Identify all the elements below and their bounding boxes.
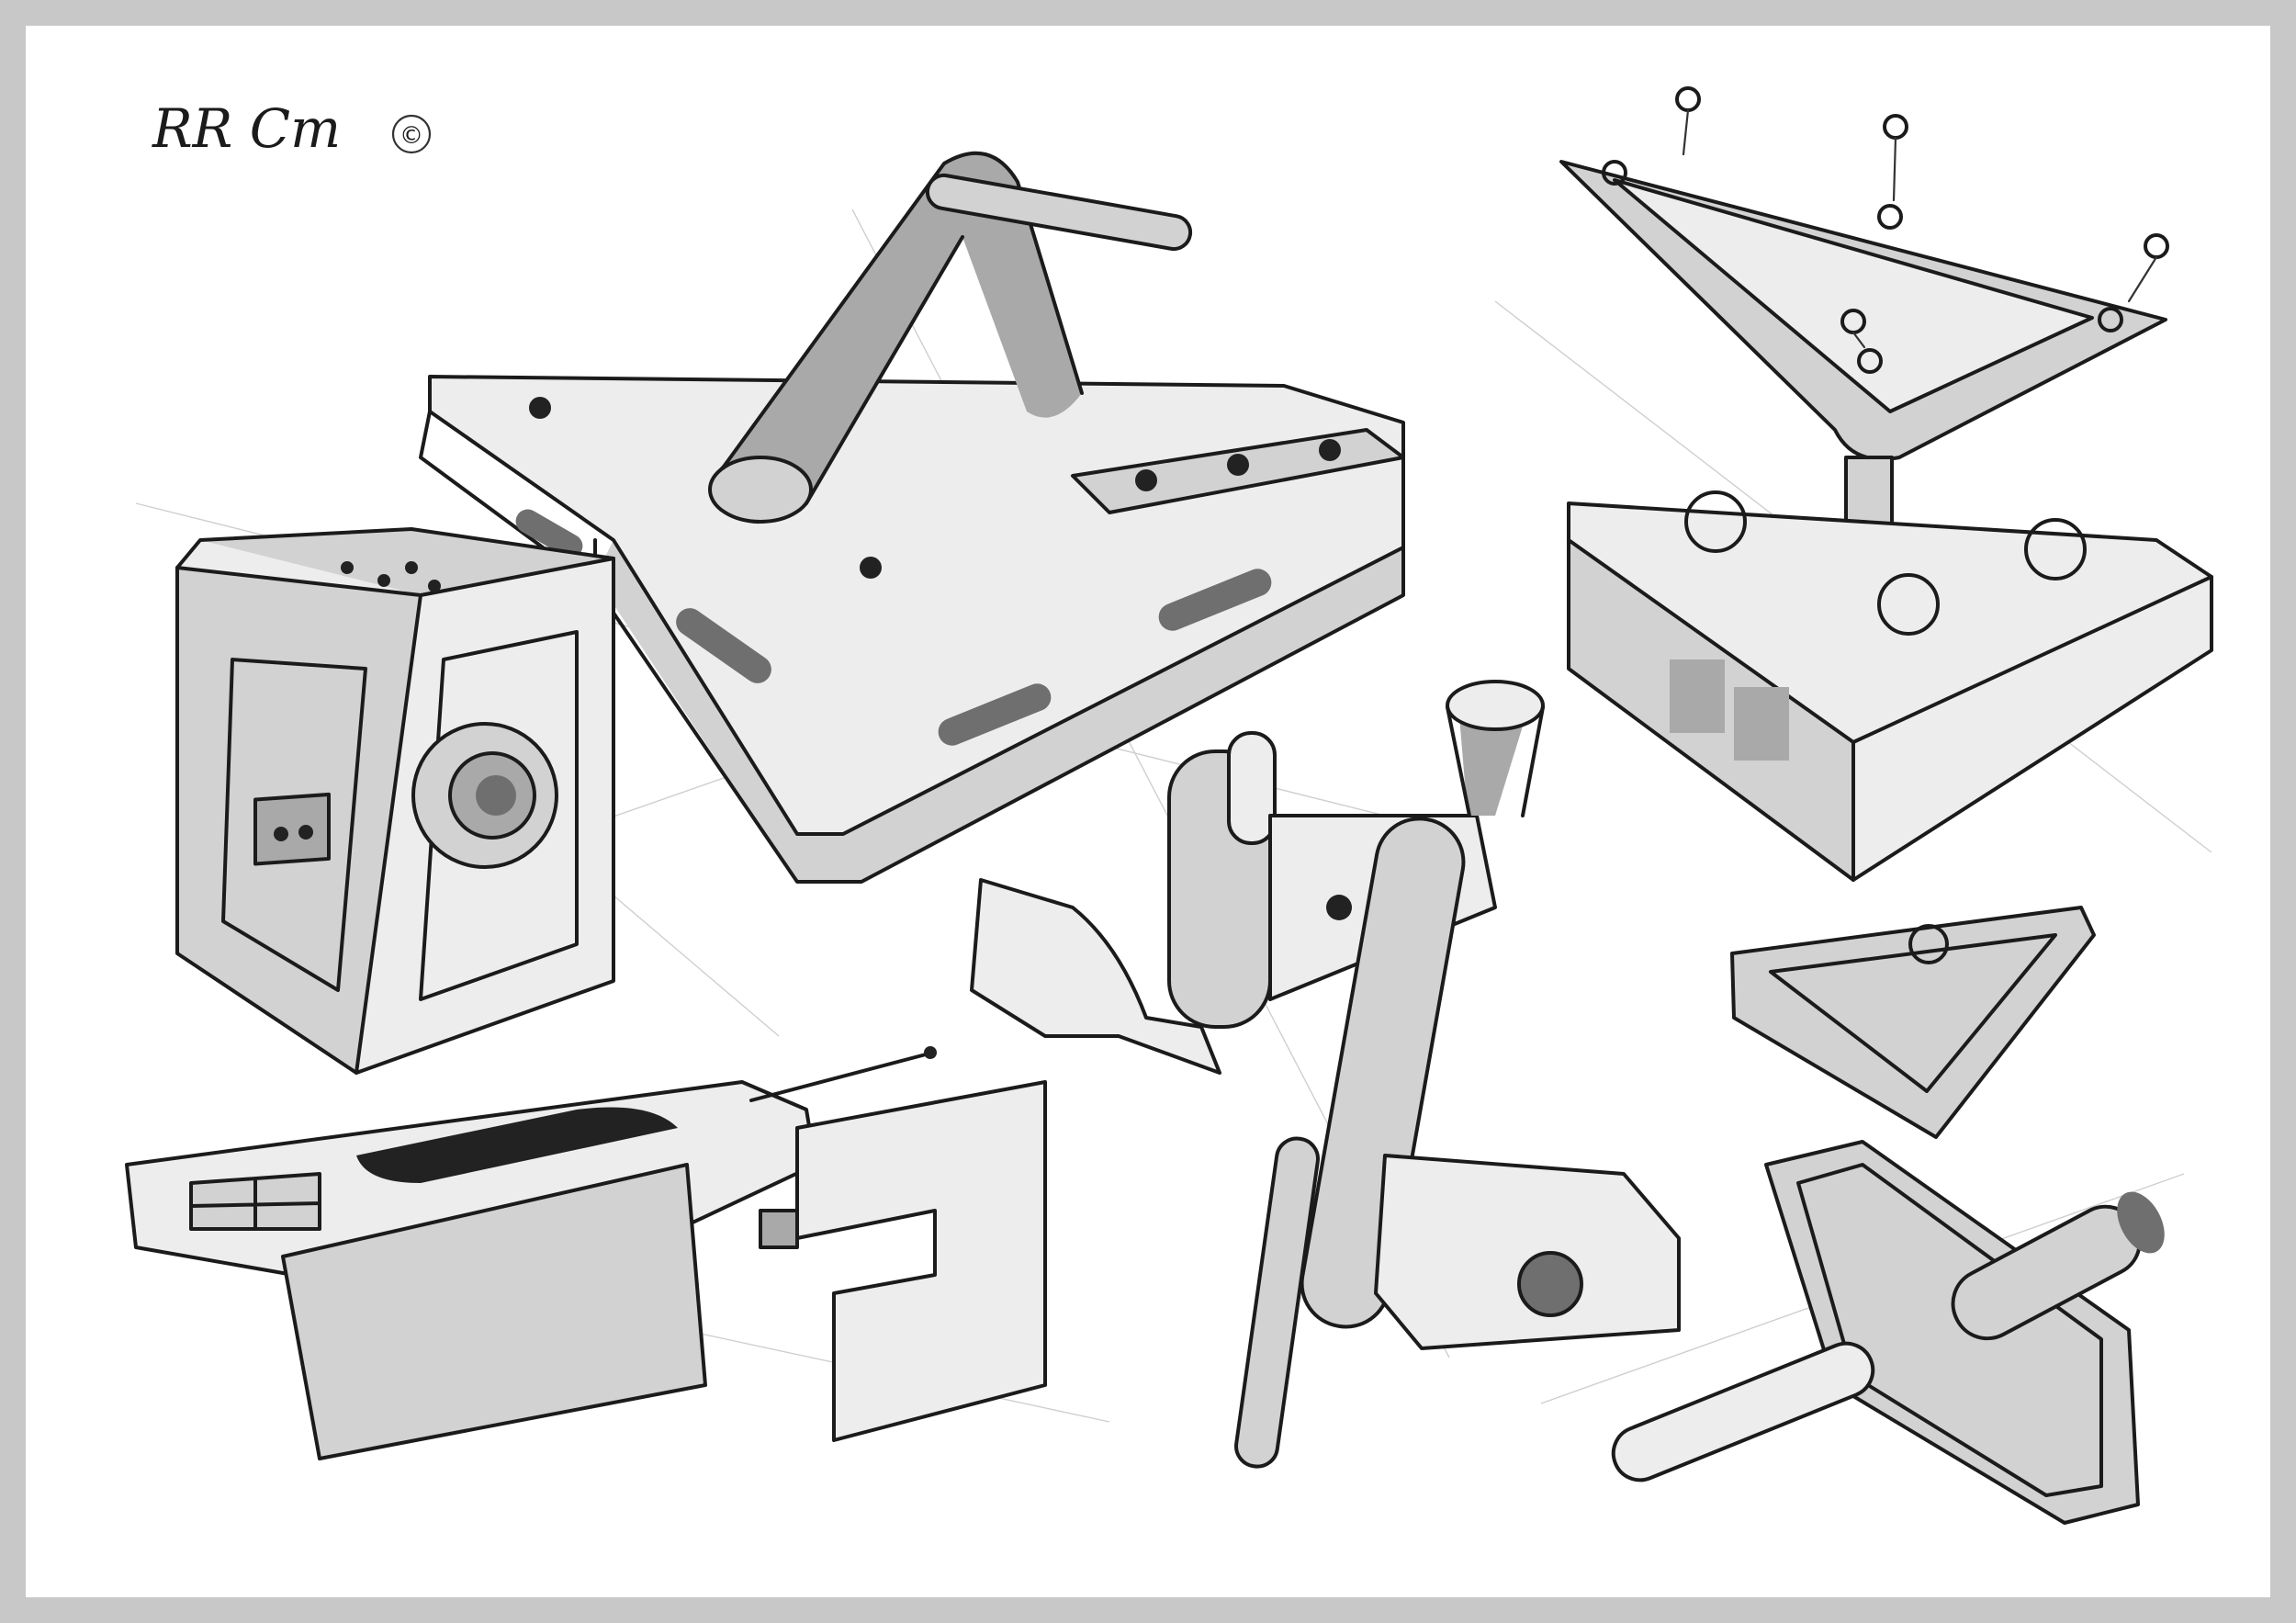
sketch-triangular-frame-box-exploded: [1559, 86, 2213, 1139]
sketch-pivot-arm-with-pins: [970, 680, 1681, 1469]
copyright-symbol: ©: [400, 122, 423, 150]
copyright-circle: [391, 114, 432, 154]
signature-text: RR Cm: [152, 97, 341, 160]
side-slots: [515, 509, 1272, 746]
drawing-sheet: RR Cm ©: [26, 26, 2270, 1597]
sketch-triangular-plate-with-stem: [1611, 1140, 2165, 1525]
sketch-slide-device-with-bracket: [125, 1046, 1047, 1460]
signature: RR Cm ©: [152, 97, 432, 160]
screws: [1675, 86, 2169, 349]
sketch-clamp-block-with-handle: [419, 151, 1405, 884]
sketch-cube-housing-with-socket: [175, 527, 615, 1075]
sketch-artwork: RR Cm ©: [125, 86, 2213, 1525]
